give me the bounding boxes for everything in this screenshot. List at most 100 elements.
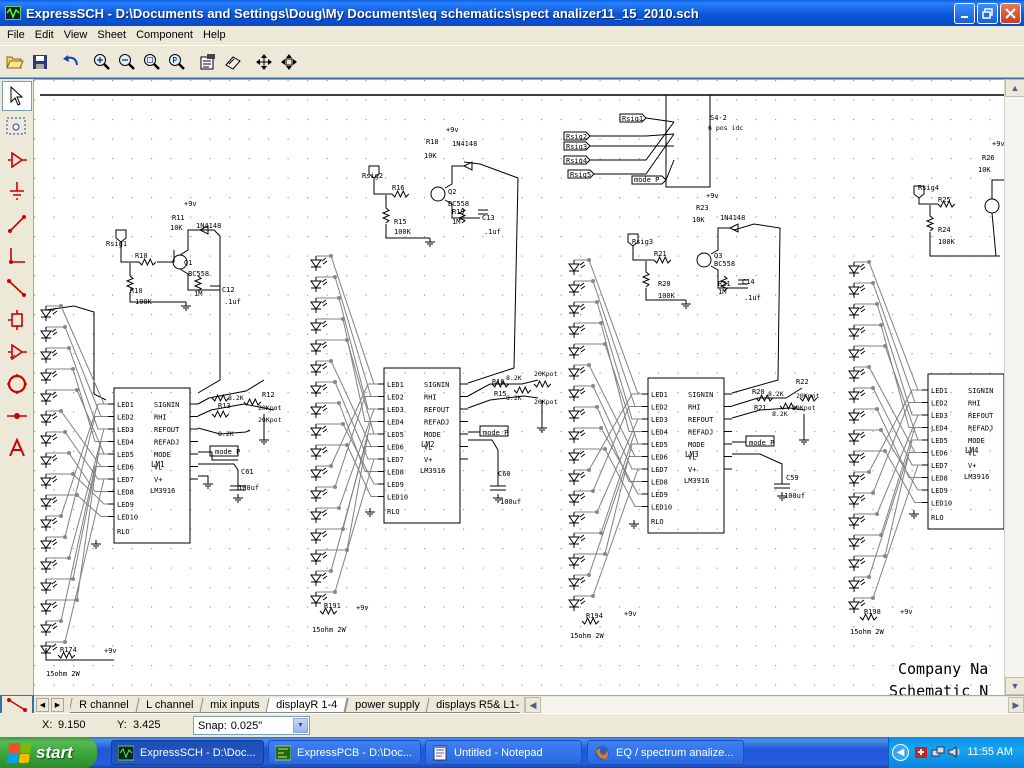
schematic-label: Q3	[714, 252, 722, 260]
scroll-up-button[interactable]: ▲	[1005, 79, 1024, 97]
sheet-tab[interactable]: power supply	[343, 698, 430, 713]
task-expresssch[interactable]: ExpressSCH - D:\Doc...	[111, 740, 264, 765]
led-symbol	[310, 340, 322, 355]
menu-file[interactable]: File	[7, 29, 25, 41]
close-button[interactable]	[1000, 3, 1021, 24]
scroll-right-button[interactable]: ▶	[1008, 697, 1024, 713]
vertical-scrollbar[interactable]: ▲ ▼	[1004, 79, 1024, 695]
ground-symbol	[91, 540, 101, 549]
junction-icon[interactable]	[2, 241, 32, 271]
led-wire	[574, 301, 642, 420]
scroll-down-button[interactable]: ▼	[1005, 677, 1024, 695]
zoom-select-icon[interactable]	[2, 113, 32, 143]
led-wire	[574, 468, 642, 597]
restore-button[interactable]	[977, 3, 998, 24]
horizontal-scrollbar[interactable]: ◀ ▶	[524, 697, 1024, 713]
ic-ref: LM1	[151, 460, 165, 469]
schematic-drawing: Company Na Schematic N LED1LED2LED3LED4L…	[34, 80, 1004, 695]
junction-dot	[595, 405, 599, 409]
junction-dot	[599, 426, 603, 430]
sheet-tab[interactable]: displayR 1-4	[265, 698, 349, 713]
menu-component[interactable]: Component	[136, 29, 193, 41]
task-notepad[interactable]: Untitled - Notepad	[425, 740, 582, 765]
junction-dot	[867, 365, 871, 369]
wire	[590, 121, 675, 161]
ic-pin-label: REFOUT	[688, 416, 714, 424]
pan-icon[interactable]	[252, 50, 276, 74]
zoom-out-icon[interactable]	[115, 50, 139, 74]
minimize-button[interactable]	[954, 3, 975, 24]
led-symbol	[568, 260, 580, 275]
sheet-tab[interactable]: displays R5& L1-	[425, 698, 520, 713]
resistor	[243, 397, 262, 407]
sheet-tab-label: mix inputs	[209, 699, 260, 711]
wire	[129, 292, 186, 303]
snap-select[interactable]: Snap: 0.025" ▼	[193, 716, 310, 735]
title-block-schematic: Schematic N	[889, 682, 988, 695]
opamp-icon[interactable]	[2, 337, 32, 367]
task-expresspcb[interactable]: ExpressPCB - D:\Doc...	[268, 740, 421, 765]
select-icon[interactable]	[2, 81, 32, 111]
resistor	[391, 189, 410, 199]
start-button[interactable]: start	[0, 737, 97, 768]
junction-dot	[333, 275, 337, 279]
menu-edit[interactable]: Edit	[34, 29, 54, 41]
open-icon[interactable]	[3, 50, 27, 74]
menu-view[interactable]: View	[63, 29, 88, 41]
speaker-icon[interactable]	[948, 745, 962, 759]
transistor-q1	[172, 254, 188, 270]
task-firefox[interactable]: EQ / spectrum analize...	[587, 740, 744, 765]
amplifier-icon[interactable]	[2, 145, 32, 175]
undo-icon[interactable]	[59, 50, 83, 74]
led-arrows	[51, 601, 58, 609]
ic-pin-label: LED4	[651, 429, 668, 437]
properties-icon[interactable]	[196, 50, 220, 74]
led-arrows	[579, 324, 586, 332]
zoom-in-icon[interactable]	[90, 50, 114, 74]
ic-pin-label: VL	[424, 444, 432, 452]
component-icon[interactable]	[2, 305, 32, 335]
signal-tag	[567, 169, 595, 179]
tray-expand-icon[interactable]: ◀	[892, 744, 909, 761]
menu-sheet[interactable]: Sheet	[97, 29, 127, 41]
title-bar[interactable]: ExpressSCH - D:\Documents and Settings\D…	[0, 0, 1024, 26]
schematic-label: R26	[982, 154, 995, 162]
scroll-left-button[interactable]: ◀	[525, 697, 541, 713]
ground-icon[interactable]	[2, 177, 32, 207]
led-symbol	[568, 470, 580, 485]
save-icon[interactable]	[28, 50, 52, 74]
schematic-label: BC558	[714, 260, 735, 268]
tab-first-button[interactable]: ◀	[36, 697, 49, 712]
schematic-label: Q2	[448, 188, 456, 196]
text-icon[interactable]	[2, 433, 32, 463]
place-component-icon[interactable]	[221, 50, 245, 74]
wire-mode-icon[interactable]	[2, 696, 32, 714]
wire-bend-icon[interactable]	[2, 273, 32, 303]
network-icon[interactable]	[931, 745, 945, 759]
sheet-tab[interactable]: mix inputs	[199, 698, 270, 713]
chevron-down-icon[interactable]: ▼	[293, 718, 308, 733]
ic-pin-label: LED8	[651, 479, 668, 487]
ic-pin-label: LED2	[117, 414, 134, 422]
title-block-company: Company Na	[898, 660, 988, 678]
menu-help[interactable]: Help	[202, 29, 226, 41]
ic-pin-label: LED5	[931, 437, 948, 445]
pin-icon[interactable]	[2, 401, 32, 431]
led-symbol	[40, 390, 52, 405]
tab-prev-button[interactable]: ▶	[51, 697, 64, 712]
sheet-tab[interactable]: L channel	[134, 698, 204, 713]
antivirus-icon[interactable]	[914, 745, 928, 759]
circle-icon[interactable]	[2, 369, 32, 399]
ground-symbol	[365, 508, 375, 517]
schematic-label: 100uf	[784, 492, 805, 500]
fit-icon[interactable]	[277, 50, 301, 74]
junction-dot	[59, 304, 63, 308]
wire-icon[interactable]	[2, 209, 32, 239]
zoom-area-icon[interactable]	[140, 50, 164, 74]
zoom-page-icon[interactable]: P	[165, 50, 189, 74]
capacitor	[774, 483, 790, 489]
ic-pin-label: RHI	[424, 394, 437, 402]
sheet-tab[interactable]: R channel	[70, 698, 140, 713]
schematic-label: Rsig1	[622, 115, 643, 123]
